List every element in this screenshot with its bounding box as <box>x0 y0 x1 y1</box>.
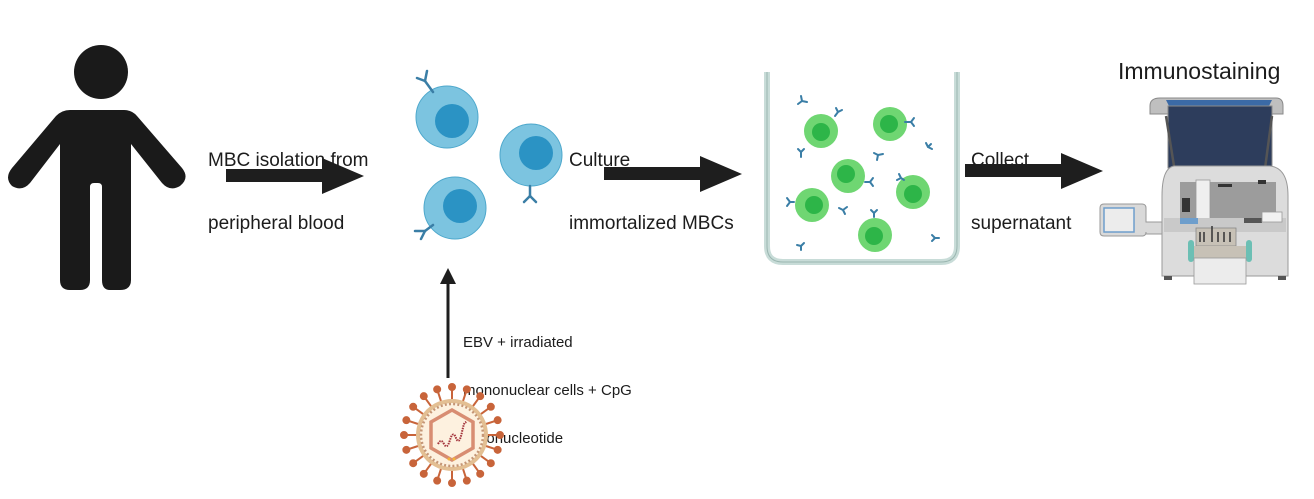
virus-spike-tip <box>433 476 442 485</box>
plasma-cell-icon <box>896 175 930 209</box>
b-cell-icon <box>499 123 563 204</box>
up-arrow-icon <box>440 268 456 378</box>
isolation-label-line-2: peripheral blood <box>208 213 345 234</box>
plasma-cell-icon <box>873 107 907 141</box>
immunostaining-title: Immunostaining <box>1118 58 1281 84</box>
plasma-cell-icon <box>795 188 829 222</box>
virus-spike-tip <box>496 431 504 439</box>
person-icon <box>8 45 186 290</box>
b-cell-icon <box>415 69 479 149</box>
right-arrow-icon <box>965 153 1103 189</box>
virus-spike-tip <box>402 416 411 425</box>
ebv-virus-icon <box>400 383 504 487</box>
input-label: EBV + irradiated mononuclear cells + CpG… <box>463 303 632 463</box>
plasma-cell-icon <box>858 218 892 252</box>
collect-label-line-2: supernatant <box>971 213 1072 234</box>
culture-label-line-1: Culture <box>569 150 631 171</box>
right-arrow-icon <box>226 158 364 194</box>
virus-spike-tip <box>448 383 456 391</box>
culture-label: Culture immortalized MBCs <box>569 108 734 255</box>
virus-spike-tip <box>493 445 502 454</box>
virus-spike-tip <box>433 385 442 394</box>
antibody-icons <box>786 95 940 251</box>
culture-label-line-2: immortalized MBCs <box>569 213 734 234</box>
virus-spike-tip <box>486 459 495 468</box>
virus-spike-tip <box>409 459 418 468</box>
plasma-cell-icon <box>804 114 838 148</box>
input-label-line-1: EBV + irradiated <box>463 334 573 351</box>
culture-well-icon <box>764 72 960 265</box>
b-cell-group <box>413 69 563 241</box>
plasma-cell-icon <box>831 159 865 193</box>
b-cell-icon <box>413 176 487 241</box>
virus-spike-tip <box>493 416 502 425</box>
virus-spike-tip <box>462 476 471 485</box>
autostainer-instrument-icon <box>1099 97 1289 285</box>
virus-spike-tip <box>409 402 418 411</box>
virus-spike-tip <box>402 445 411 454</box>
virus-spike-tip <box>419 469 428 478</box>
virus-spike-tip <box>486 402 495 411</box>
virus-spike-tip <box>419 392 428 401</box>
virus-spike-tip <box>400 431 408 439</box>
virus-spike-tip <box>448 479 456 487</box>
right-arrow-icon <box>604 156 742 192</box>
virus-spike-tip <box>476 469 485 478</box>
virus-spike-tip <box>462 385 471 394</box>
input-label-line-2: mononuclear cells + CpG <box>463 382 632 399</box>
virus-spike-tip <box>476 392 485 401</box>
